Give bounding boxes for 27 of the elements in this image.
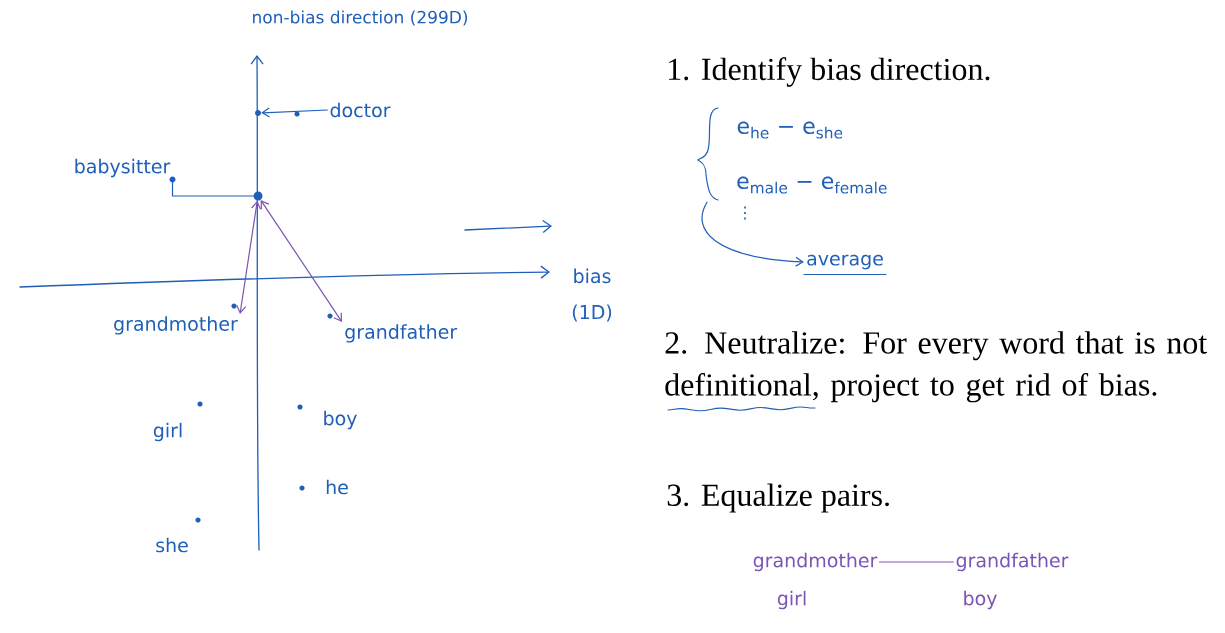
word-label: grandfather	[327, 313, 458, 343]
arrow	[260, 199, 342, 322]
step-text: 1. Identify bias direction.	[669, 57, 990, 87]
underlined-word: average	[803, 254, 887, 276]
handwritten-note: boy	[964, 590, 997, 610]
point-marker	[255, 110, 261, 116]
word-label: she	[156, 517, 201, 553]
step-text: 2. Neutralize: For every word that is not definitional, project to get rid of bias.	[665, 331, 1207, 403]
handwritten-note: bias (1D)	[572, 268, 612, 322]
word-label: grandmother	[114, 303, 238, 335]
step-text: 3. Equalize pairs.	[667, 483, 889, 513]
arrow	[236, 200, 262, 314]
word-label: doctor	[294, 102, 391, 118]
word-label: he	[299, 479, 348, 495]
handwritten-note: e$_{male}$ − e$_{female}$	[737, 176, 887, 194]
word-label: grandfather	[956, 552, 1069, 572]
handwritten-note: girl	[777, 590, 806, 610]
handwritten-note: ⋮	[744, 206, 746, 220]
handwritten-note: non-bias direction (299D)	[253, 10, 468, 26]
word-label: grandmother	[753, 552, 878, 572]
brace	[697, 107, 719, 201]
point-marker	[253, 191, 263, 201]
word-label: boy	[297, 404, 357, 430]
word-label: babysitter	[75, 158, 176, 183]
word-label: girl	[153, 401, 203, 442]
arrow	[701, 201, 804, 267]
arrow	[261, 107, 328, 118]
